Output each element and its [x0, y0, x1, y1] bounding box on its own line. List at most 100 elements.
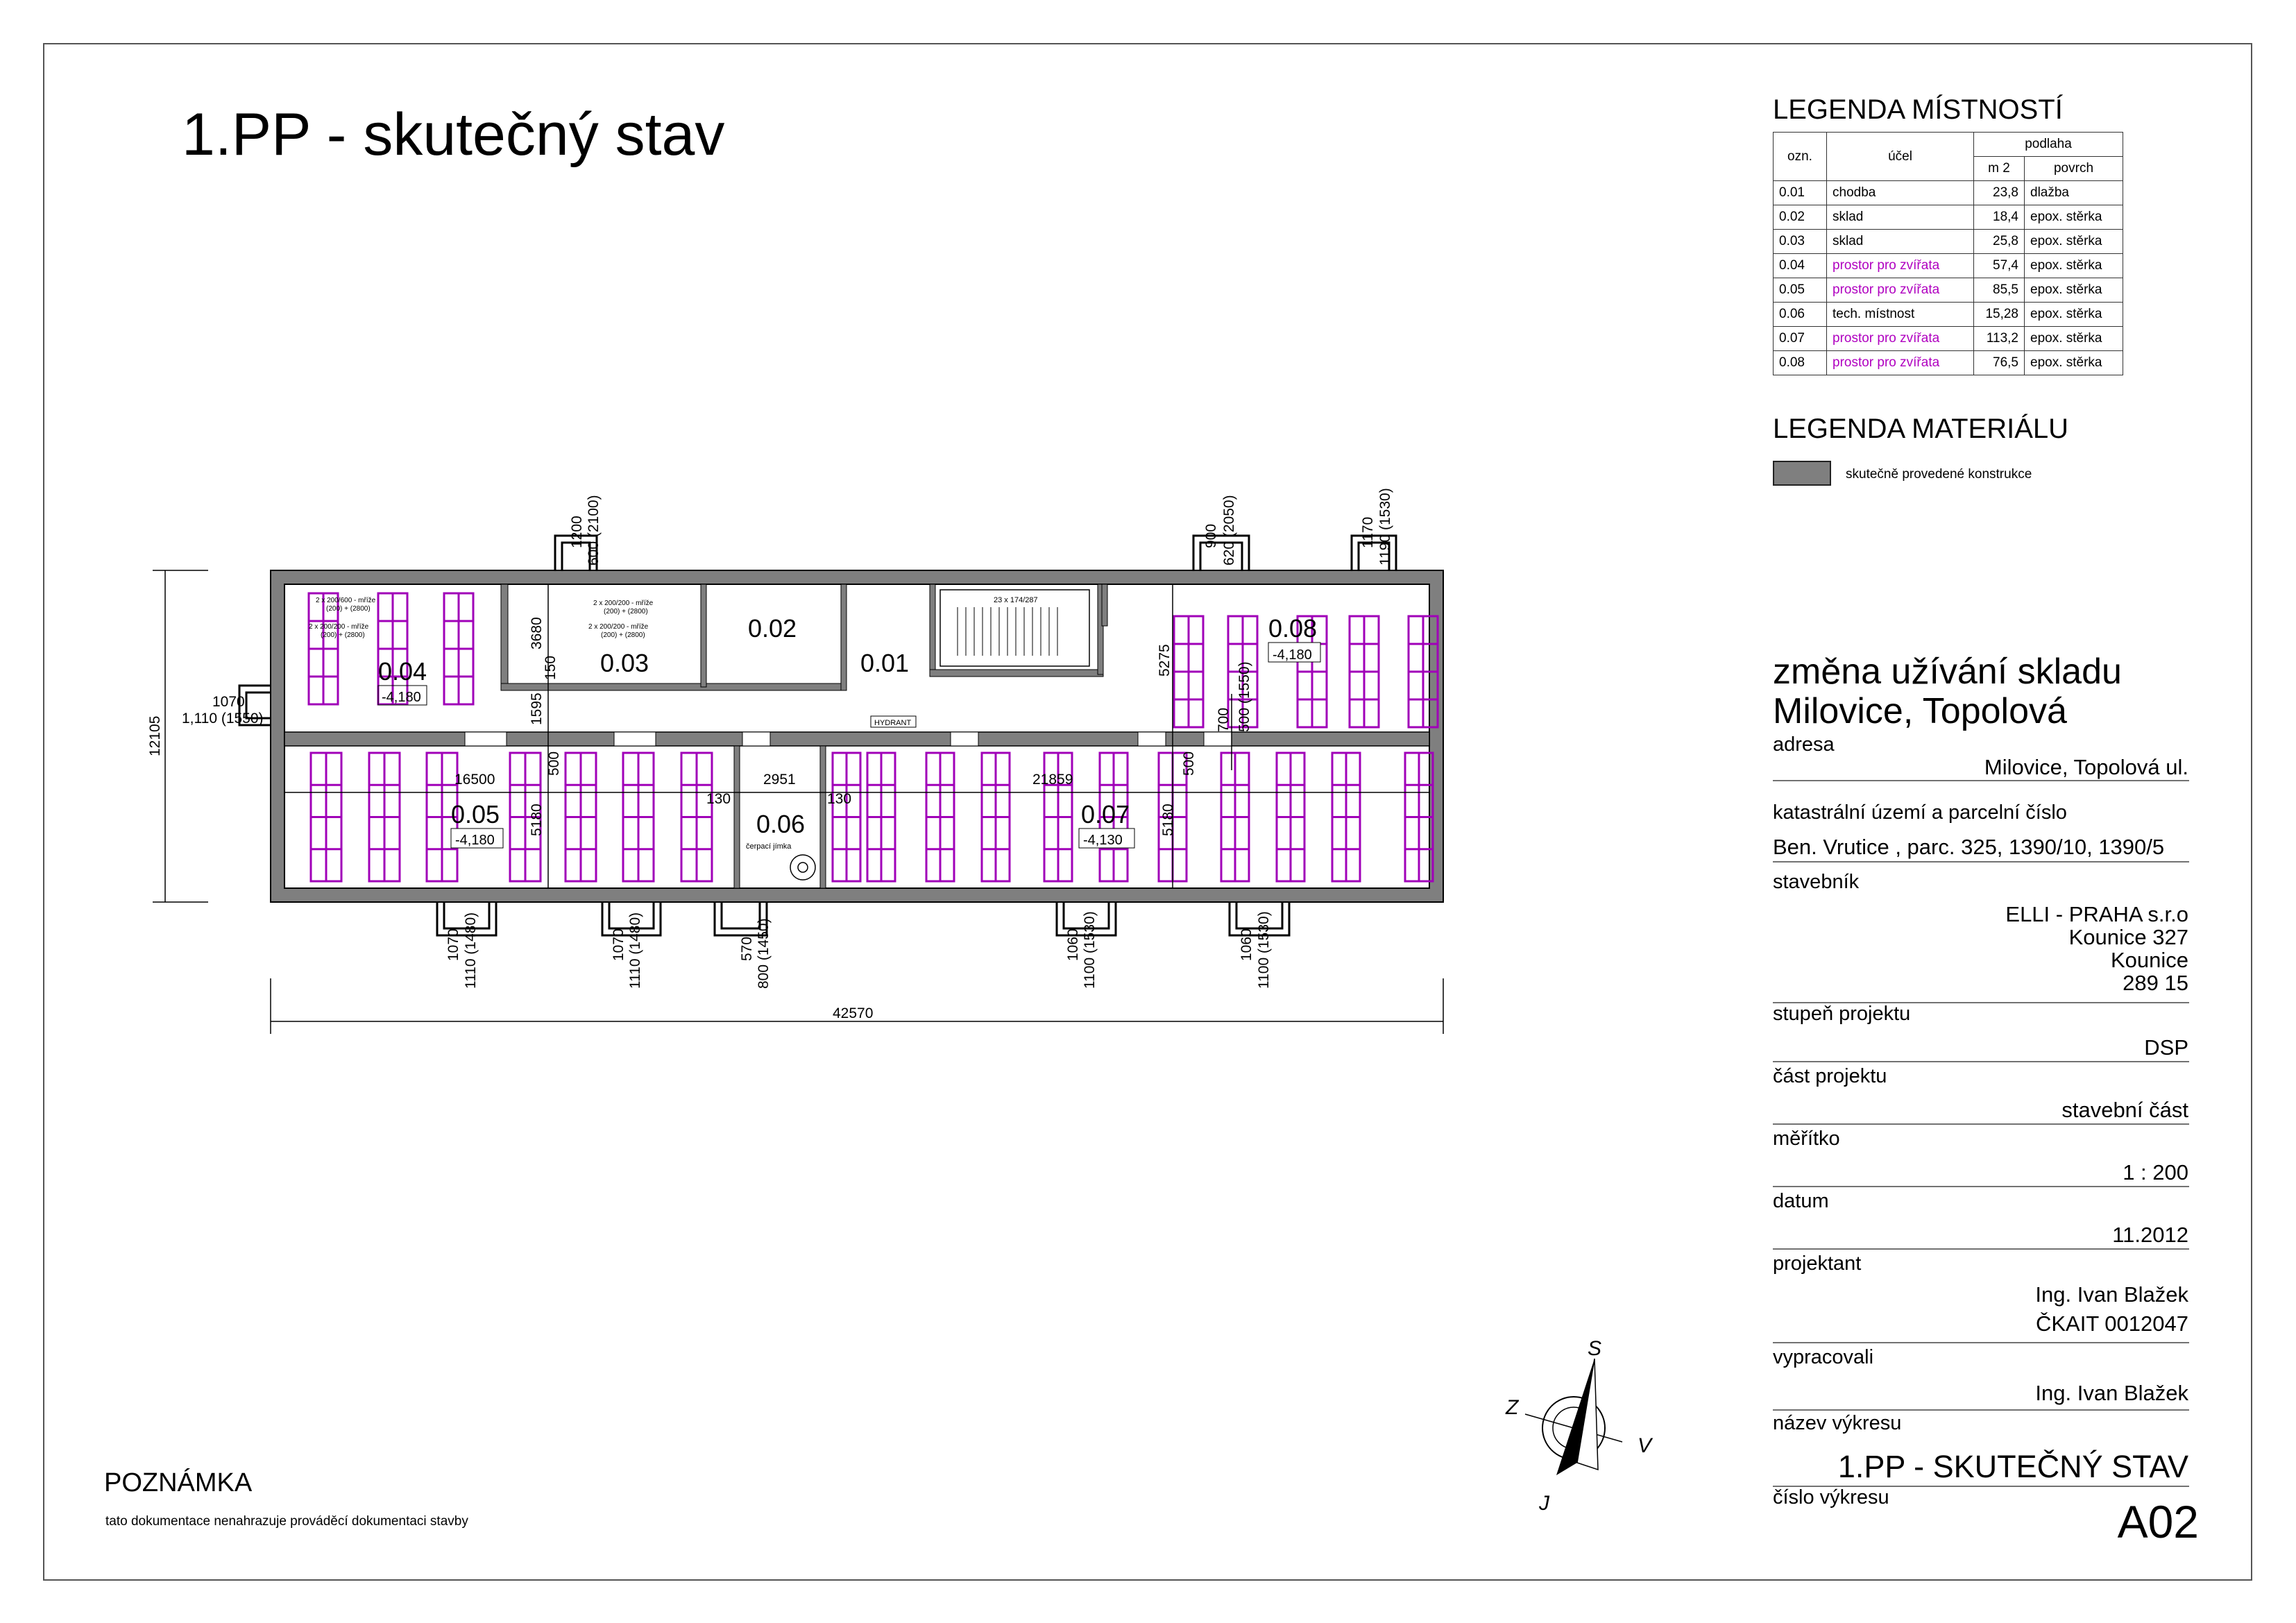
room-level-0.04: -4,180 — [382, 690, 421, 705]
level-box-0.07 — [1078, 828, 1135, 849]
material-swatch — [1773, 461, 1831, 486]
dim-42570: 42570 — [833, 1005, 873, 1021]
designer-label: projektant — [1773, 1252, 1862, 1275]
room-surface-cell: epox. stěrka — [2024, 205, 2123, 230]
window-dim: 1070 — [445, 928, 461, 961]
room-legend-heading: LEGENDA MÍSTNOSTÍ — [1773, 94, 2063, 125]
hydrant-box — [870, 715, 917, 728]
pen-note: (200) + (2800) — [604, 608, 648, 615]
pump-sump-inner — [797, 862, 808, 873]
room-purpose-cell: prostor pro zvířata — [1826, 350, 1974, 375]
window-dim: 800 (1450) — [756, 918, 772, 989]
room-code-cell: 0.05 — [1773, 278, 1827, 303]
room-surface-cell: epox. stěrka — [2024, 278, 2123, 303]
room-area-cell: 25,8 — [1973, 229, 2025, 254]
dim-3680: 3680 — [529, 617, 545, 649]
window-dim: 1110 (1480) — [627, 912, 643, 989]
compass-south: J — [1538, 1492, 1550, 1515]
scale-label: měřítko — [1773, 1128, 1840, 1150]
dim-150: 150 — [543, 656, 559, 680]
investor-label: stavebník — [1773, 871, 1860, 893]
title-block-lines — [1773, 780, 2189, 1487]
light-well-top-3 — [1350, 534, 1397, 570]
dim-12105: 12105 — [147, 716, 163, 756]
project-title: změna užívání skladu Milovice, Topolová — [1773, 652, 2122, 731]
light-well-bot-1-inner — [443, 902, 491, 930]
dim-16500: 16500 — [454, 772, 495, 788]
room-surface-cell: dlažba — [2024, 180, 2123, 205]
prepared-value: Ing. Ivan Blažek — [2035, 1381, 2188, 1405]
room-code-cell: 0.07 — [1773, 326, 1827, 351]
light-well-top-2 — [1192, 534, 1250, 570]
light-well-top-2-inner — [1199, 541, 1243, 570]
light-well-bot-3-inner — [720, 902, 761, 930]
room-02-right-wall — [840, 584, 847, 691]
pen-cage — [1220, 751, 1250, 883]
room-03-wall — [500, 584, 509, 688]
project-title-line-1: změna užívání skladu — [1773, 652, 2122, 692]
window-dim: 1110 (1480) — [463, 912, 479, 989]
dim-500b: 500 — [1181, 751, 1197, 776]
room-08-wall — [1101, 584, 1108, 627]
stair-steps — [957, 607, 1058, 656]
drawing-no-label: číslo výkresu — [1773, 1486, 1889, 1509]
stage-value: DSP — [2144, 1035, 2188, 1060]
pen-cage — [309, 751, 343, 883]
window-dim: 1100 (1530) — [1256, 911, 1272, 989]
pen-cage — [925, 751, 955, 883]
room-purpose-cell: sklad — [1826, 205, 1974, 230]
room-label-0.08: 0.08 — [1268, 614, 1317, 643]
room-area-cell: 18,4 — [1973, 205, 2025, 230]
drawing-name-label: název výkresu — [1773, 1412, 1902, 1434]
light-well-bot-3 — [713, 902, 768, 937]
room-surface-cell: epox. stěrka — [2024, 326, 2123, 351]
corridor-wall — [284, 731, 1430, 747]
light-well-bot-2-inner — [608, 902, 655, 930]
dim-2951: 2951 — [763, 772, 796, 788]
pen-cage — [1331, 751, 1361, 883]
designer-license: ČKAIT 0012047 — [2035, 1311, 2188, 1336]
room-code-cell: 0.02 — [1773, 205, 1827, 230]
compass-needle — [1556, 1359, 1595, 1475]
window-dim: 1070 — [611, 928, 627, 961]
pen-cage — [564, 751, 597, 883]
pen-cage — [831, 751, 862, 883]
pen-note: (200) + (2800) — [326, 605, 371, 613]
pen-cage — [307, 592, 339, 706]
pen-note: 2 x 200/200 - mříže — [593, 600, 654, 607]
pen-cage — [680, 751, 713, 883]
window-dim: 1200 — [569, 516, 585, 548]
part-label: část projektu — [1773, 1065, 1887, 1087]
date-label: datum — [1773, 1190, 1829, 1212]
investor-line-1: ELLI - PRAHA s.r.o — [2005, 902, 2188, 926]
investor-line-4: 289 15 — [2123, 971, 2188, 995]
door-gap — [1137, 731, 1166, 747]
pen-cage — [443, 592, 475, 706]
room-area-cell: 23,8 — [1973, 180, 2025, 205]
dim-500-1550: 500 (1550) — [1236, 661, 1252, 732]
stair-outline — [939, 589, 1090, 667]
stair-wall — [929, 584, 936, 675]
dimension-lines — [153, 570, 1444, 1034]
room-surface-cell: epox. stěrka — [2024, 229, 2123, 254]
room-label-0.01: 0.01 — [860, 649, 909, 677]
pen-cage — [866, 751, 896, 883]
dim-130a: 130 — [706, 791, 731, 807]
light-well-top-1-inner — [561, 541, 591, 570]
window-dim: 1060 — [1239, 928, 1255, 961]
room-code-cell: 0.06 — [1773, 302, 1827, 327]
drawing-number: A02 — [2117, 1496, 2199, 1547]
light-well-left — [238, 684, 271, 726]
room-surface-cell: epox. stěrka — [2024, 302, 2123, 327]
animal-pens — [307, 592, 1439, 883]
pen-cage — [377, 592, 409, 706]
room-label-0.03: 0.03 — [600, 649, 649, 677]
room-purpose-cell: prostor pro zvířata — [1826, 278, 1974, 303]
room-02-wall — [700, 584, 707, 688]
room-code-cell: 0.04 — [1773, 253, 1827, 278]
room-surface-cell: epox. stěrka — [2024, 350, 2123, 375]
